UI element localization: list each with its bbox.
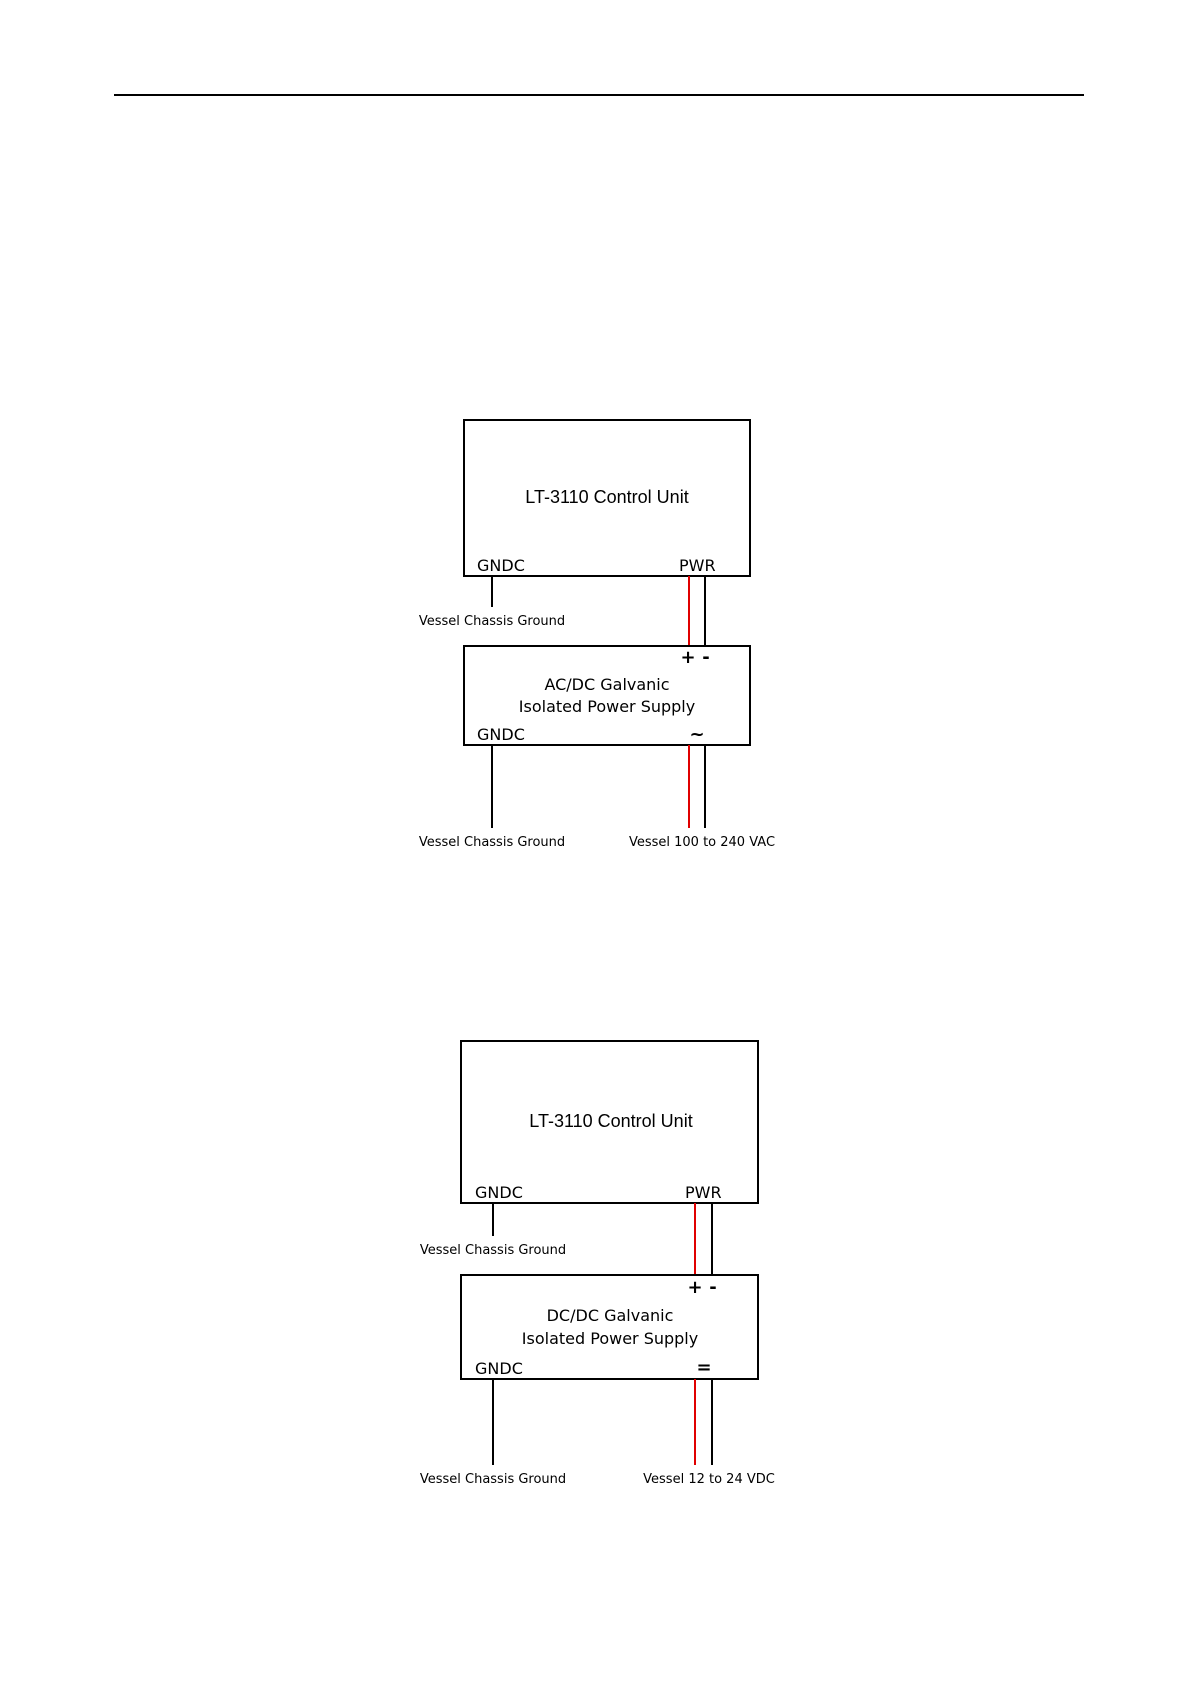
- dc-control-unit-pwr-label: PWR: [685, 1183, 722, 1202]
- dc-supply-title-line1: DC/DC Galvanic: [547, 1306, 674, 1325]
- dc-control-unit-gndc-label: GNDC: [475, 1183, 523, 1202]
- ac-wiring-diagram: LT-3110 Control Unit GNDC PWR Vessel Cha…: [419, 420, 775, 850]
- dc-supply-title-line2: Isolated Power Supply: [522, 1329, 698, 1348]
- dc-control-unit-title: LT-3110 Control Unit: [529, 1111, 692, 1131]
- ac-supply-minus-label: -: [702, 647, 709, 668]
- ac-lower-chassis-ground-label: Vessel Chassis Ground: [419, 835, 565, 850]
- dc-upper-chassis-ground-label: Vessel Chassis Ground: [420, 1243, 566, 1258]
- dc-supply-gndc-label: GNDC: [475, 1359, 523, 1378]
- ac-supply-title-line1: AC/DC Galvanic: [544, 675, 669, 694]
- ac-supply-input-symbol: ~: [689, 724, 704, 745]
- dc-lower-chassis-ground-label: Vessel Chassis Ground: [420, 1472, 566, 1487]
- ac-control-unit-gndc-label: GNDC: [477, 556, 525, 575]
- ac-source-label: Vessel 100 to 240 VAC: [629, 835, 775, 850]
- ac-supply-title-line2: Isolated Power Supply: [519, 697, 695, 716]
- dc-supply-minus-label: -: [709, 1277, 716, 1298]
- dc-supply-plus-label: +: [687, 1277, 702, 1298]
- ac-control-unit-title: LT-3110 Control Unit: [525, 487, 688, 507]
- ac-upper-chassis-ground-label: Vessel Chassis Ground: [419, 614, 565, 629]
- ac-supply-plus-label: +: [680, 647, 695, 668]
- ac-supply-gndc-label: GNDC: [477, 725, 525, 744]
- dc-source-label: Vessel 12 to 24 VDC: [643, 1472, 775, 1487]
- dc-wiring-diagram: LT-3110 Control Unit GNDC PWR Vessel Cha…: [420, 1041, 775, 1487]
- dc-supply-input-symbol: =: [696, 1357, 711, 1378]
- ac-control-unit-pwr-label: PWR: [679, 556, 716, 575]
